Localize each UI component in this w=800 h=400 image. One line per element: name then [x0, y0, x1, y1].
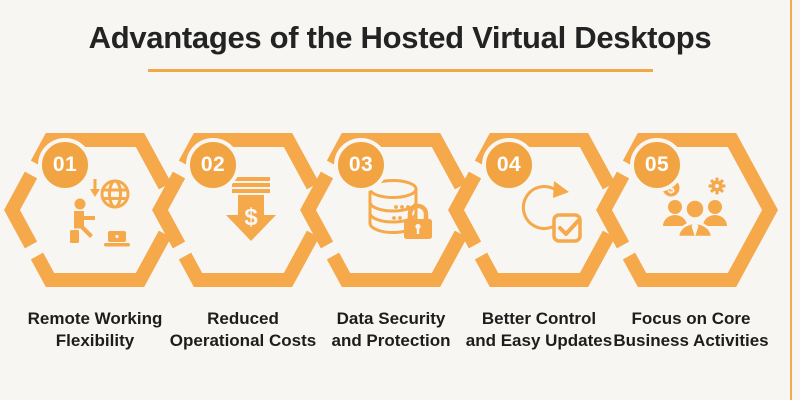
- step-badge-2: 02: [186, 138, 240, 192]
- control-updates-icon: [521, 181, 582, 243]
- hexagon-step-5: [596, 133, 778, 287]
- right-edge-border: [790, 0, 792, 400]
- dollar-glyph: $: [667, 181, 675, 196]
- step-badge-3: 03: [334, 138, 388, 192]
- gear-icon: [708, 177, 726, 195]
- chain-chevron-icon: [152, 171, 186, 249]
- chain-chevron-icon: [4, 171, 38, 249]
- step-label-3: Data Security and Protection: [331, 309, 451, 350]
- remote-working-icon: [70, 179, 130, 247]
- step-badge-4: 04: [482, 138, 536, 192]
- step-badge-1: 01: [38, 138, 92, 192]
- step-label-1: Remote Working Flexibility: [27, 309, 163, 350]
- step-label-5: Focus on Core Business Activities: [613, 309, 769, 350]
- dollar-glyph: $: [244, 204, 258, 231]
- page-title: Advantages of the Hosted Virtual Desktop…: [88, 20, 712, 55]
- data-security-icon: [368, 179, 432, 239]
- cost-reduction-icon: $: [226, 177, 276, 241]
- step-label-4: Better Control and Easy Updates: [465, 309, 613, 350]
- step-badge-5: 05: [630, 138, 684, 192]
- chain-chevron-icon: [300, 171, 334, 249]
- title-underline: [147, 69, 653, 72]
- chain-chevron-icon: [596, 171, 630, 249]
- step-label-2: Reduced Operational Costs: [169, 309, 317, 350]
- hexagon-chain: $ $: [4, 133, 778, 287]
- chain-chevron-icon: [448, 171, 482, 249]
